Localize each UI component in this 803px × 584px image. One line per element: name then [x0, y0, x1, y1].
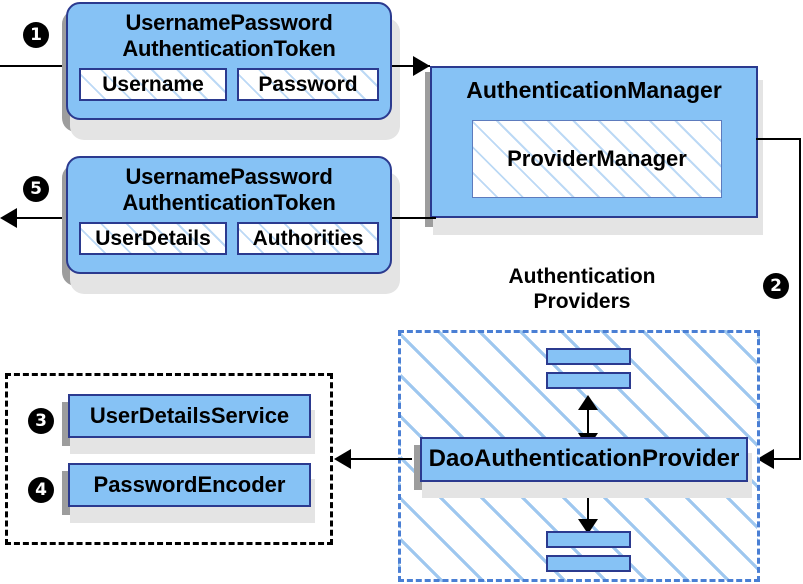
response-token-fields: UserDetails Authorities: [68, 222, 390, 256]
outbound-response-arrowhead: [0, 208, 17, 228]
outbound-response-line: [16, 217, 68, 219]
provider-link-arrow-up-top: [578, 395, 598, 410]
step-marker-3: 3: [28, 408, 54, 434]
provider-placeholder-bar-3: [546, 531, 631, 548]
request-authentication-token[interactable]: UsernamePassword AuthenticationToken Use…: [66, 2, 392, 120]
step-marker-1: 1: [23, 22, 49, 48]
authentication-manager[interactable]: AuthenticationManager ProviderManager: [430, 66, 758, 218]
request-token-title-line1: UsernamePassword: [125, 10, 333, 35]
provider-to-services-line: [350, 458, 412, 460]
manager-to-provider-line-top: [756, 138, 801, 140]
field-authorities-label: Authorities: [252, 226, 364, 250]
provider-manager[interactable]: ProviderManager: [472, 120, 722, 198]
provider-to-services-arrowhead: [334, 449, 351, 469]
step-marker-2: 2: [763, 273, 789, 299]
request-token-fields: Username Password: [68, 68, 390, 102]
response-token-title: UsernamePassword AuthenticationToken: [122, 164, 336, 215]
token-to-manager-arrowhead: [413, 56, 430, 76]
dao-authentication-provider[interactable]: DaoAuthenticationProvider: [420, 437, 748, 482]
provider-link-line-top: [587, 405, 589, 435]
field-authorities[interactable]: Authorities: [237, 222, 379, 256]
dao-authentication-provider-label: DaoAuthenticationProvider: [428, 445, 740, 473]
field-password-label: Password: [258, 72, 358, 96]
authentication-providers-label-line1: Authentication: [508, 265, 656, 288]
request-token-title-line2: AuthenticationToken: [122, 35, 336, 61]
manager-to-provider-line-vertical: [799, 138, 801, 459]
response-token-title-line2: AuthenticationToken: [122, 189, 336, 215]
userdetailsservice-node[interactable]: UserDetailsService: [68, 394, 311, 438]
provider-placeholder-bar-1: [546, 348, 631, 365]
authentication-manager-title: AuthenticationManager: [466, 77, 722, 103]
authentication-providers-label-line2: Providers: [533, 289, 631, 313]
response-token-title-line1: UsernamePassword: [125, 164, 333, 189]
authentication-providers-label: Authentication Providers: [470, 265, 694, 315]
manager-to-response-line: [392, 217, 436, 219]
provider-link-line-bottom: [587, 491, 589, 521]
provider-placeholder-bar-4: [546, 555, 631, 572]
provider-manager-label: ProviderManager: [507, 145, 687, 171]
request-token-title: UsernamePassword AuthenticationToken: [122, 10, 336, 61]
userdetailsservice-label: UserDetailsService: [89, 402, 290, 428]
response-authentication-token[interactable]: UsernamePassword AuthenticationToken Use…: [66, 156, 392, 274]
field-username-label: Username: [102, 72, 204, 96]
manager-to-provider-line-bottom: [773, 458, 801, 460]
token-to-manager-line: [392, 65, 430, 67]
field-username[interactable]: Username: [79, 68, 227, 102]
provider-placeholder-bar-2: [546, 372, 631, 389]
inbound-request-line: [0, 65, 68, 67]
manager-to-provider-arrowhead: [757, 449, 774, 469]
step-marker-5: 5: [23, 176, 49, 202]
provider-link-arrow-down-bottom: [578, 519, 598, 534]
field-password[interactable]: Password: [237, 68, 379, 102]
passwordencoder-label: PasswordEncoder: [93, 471, 286, 497]
passwordencoder-node[interactable]: PasswordEncoder: [68, 463, 311, 507]
step-marker-4: 4: [28, 477, 54, 503]
field-userdetails[interactable]: UserDetails: [79, 222, 227, 256]
field-userdetails-label: UserDetails: [95, 226, 211, 250]
